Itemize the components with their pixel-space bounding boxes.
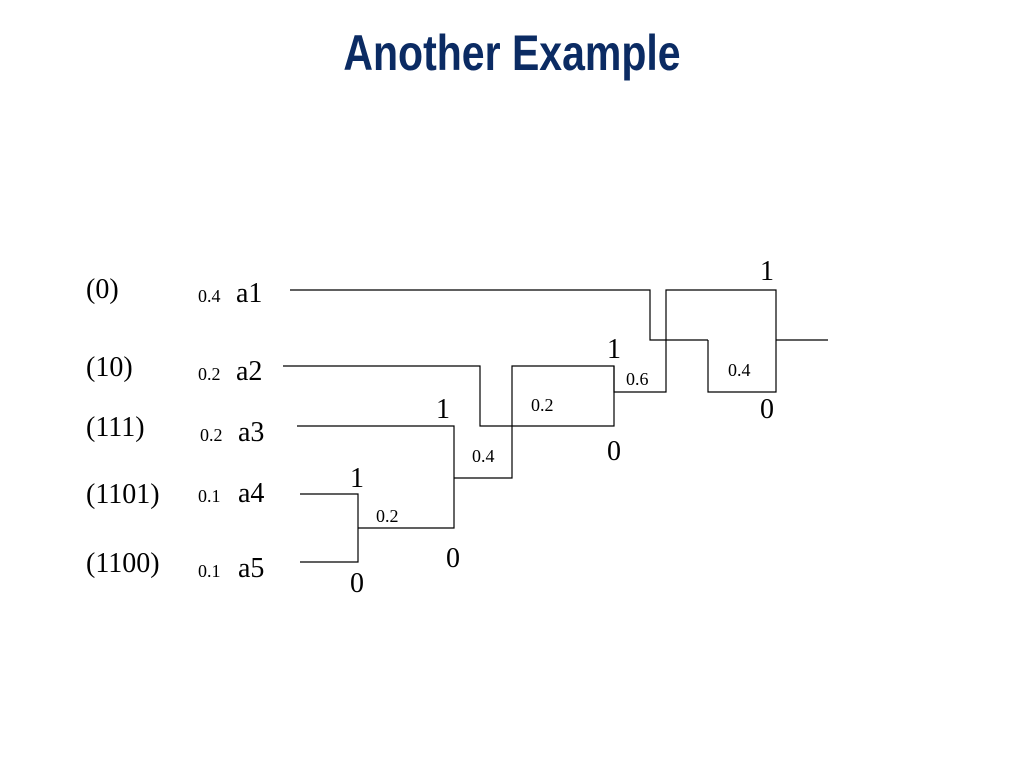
merge-prob-4: 0.4 — [728, 360, 751, 380]
wire-a1 — [290, 289, 708, 341]
wire-a2 — [283, 365, 512, 427]
code-a1: (0) — [86, 274, 119, 305]
code-a3: (111) — [86, 412, 145, 443]
bit-upper-4: 1 — [760, 256, 774, 287]
merge-node-2 — [454, 365, 615, 479]
bit-lower-4: 0 — [760, 394, 774, 425]
symbol-a5: a5 — [238, 553, 264, 584]
merge-prob-1: 0.2 — [376, 506, 399, 526]
prob-a1: 0.4 — [198, 286, 221, 306]
symbol-a3: a3 — [238, 417, 264, 448]
code-a4: (1101) — [86, 479, 160, 510]
prob-a3: 0.2 — [200, 425, 223, 445]
merge-prob-5: 0.2 — [531, 395, 554, 415]
prob-a4: 0.1 — [198, 486, 221, 506]
bit-lower-1: 0 — [350, 568, 364, 599]
bit-lower-3: 0 — [607, 436, 621, 467]
prob-a2: 0.2 — [198, 364, 221, 384]
symbol-a4: a4 — [238, 478, 264, 509]
code-a2: (10) — [86, 352, 133, 383]
merge-prob-2: 0.4 — [472, 446, 495, 466]
bit-lower-2: 0 — [446, 543, 460, 574]
wire-a5 — [300, 528, 359, 563]
symbol-a1: a1 — [236, 278, 262, 309]
code-a5: (1100) — [86, 548, 160, 579]
wire-a3 — [297, 425, 455, 478]
bit-upper-3: 1 — [607, 334, 621, 365]
bit-upper-2: 1 — [436, 394, 450, 425]
wire-a4 — [300, 493, 359, 528]
bit-upper-1: 1 — [350, 463, 364, 494]
prob-a5: 0.1 — [198, 561, 221, 581]
merge-node-3 — [613, 289, 777, 393]
symbol-a2: a2 — [236, 356, 262, 387]
merge-node-1 — [358, 478, 455, 529]
merge-prob-3: 0.6 — [626, 369, 649, 389]
slide-title: Another Example — [343, 25, 681, 81]
